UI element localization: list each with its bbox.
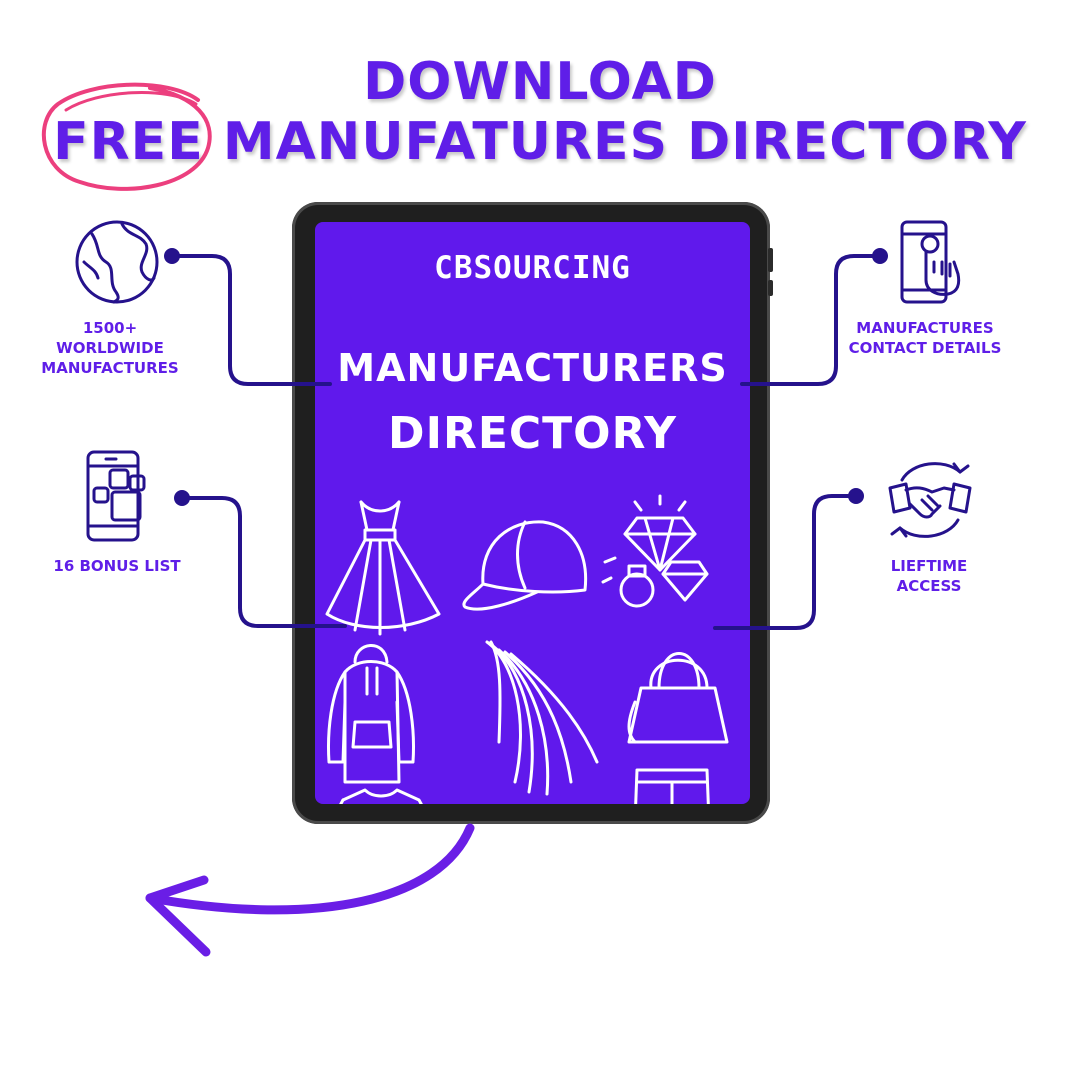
- feature-contact-line: MANUFACTURES: [856, 319, 994, 337]
- screen-title-line1: MANUFACTURERS: [337, 346, 728, 390]
- feature-lifetime-line: LIEFTIME: [890, 557, 968, 575]
- connector-dot: [164, 248, 180, 264]
- connector-dot: [174, 490, 190, 506]
- tshirt-icon: [339, 788, 423, 804]
- feature-lifetime-line: ACCESS: [896, 577, 962, 595]
- headline-free-directory: FREE MANUFATURES DIRECTORY: [53, 112, 1027, 172]
- handbag-icon: [627, 652, 729, 744]
- feature-contact-label: MANUFACTURES CONTACT DETAILS: [840, 318, 1010, 358]
- jewelry-icon: [601, 494, 709, 608]
- pants-icon: [634, 768, 710, 804]
- tablet-screen: CBSOURCING MANUFACTURERS DIRECTORY: [315, 222, 750, 804]
- feature-worldwide-line: WORLDWIDE: [56, 339, 164, 357]
- feature-worldwide-line: 1500+: [82, 319, 138, 337]
- phone-touch-icon: [900, 220, 961, 304]
- globe-icon: [75, 220, 159, 304]
- feature-lifetime-label: LIEFTIME ACCESS: [870, 556, 988, 596]
- brand-logo: CBSOURCING: [434, 250, 631, 286]
- feature-worldwide-label: 1500+ WORLDWIDE MANUFACTURES: [40, 318, 180, 378]
- tablet-side-button: [768, 248, 773, 272]
- cap-icon: [462, 520, 588, 611]
- connector-dot: [848, 488, 864, 504]
- mobile-apps-icon: [86, 450, 146, 542]
- hoodie-icon: [327, 644, 415, 784]
- connector-dot: [872, 248, 888, 264]
- dress-icon: [325, 500, 441, 636]
- tablet-side-button: [768, 280, 773, 296]
- feature-contact-line: CONTACT DETAILS: [848, 339, 1002, 357]
- screen-title-line2: DIRECTORY: [388, 408, 677, 459]
- headline-download: DOWNLOAD: [363, 52, 717, 112]
- handshake-icon: [888, 462, 972, 538]
- feature-bonus-label: 16 BONUS LIST: [53, 557, 181, 575]
- hair-icon: [485, 640, 599, 796]
- feature-worldwide-line: MANUFACTURES: [41, 359, 179, 377]
